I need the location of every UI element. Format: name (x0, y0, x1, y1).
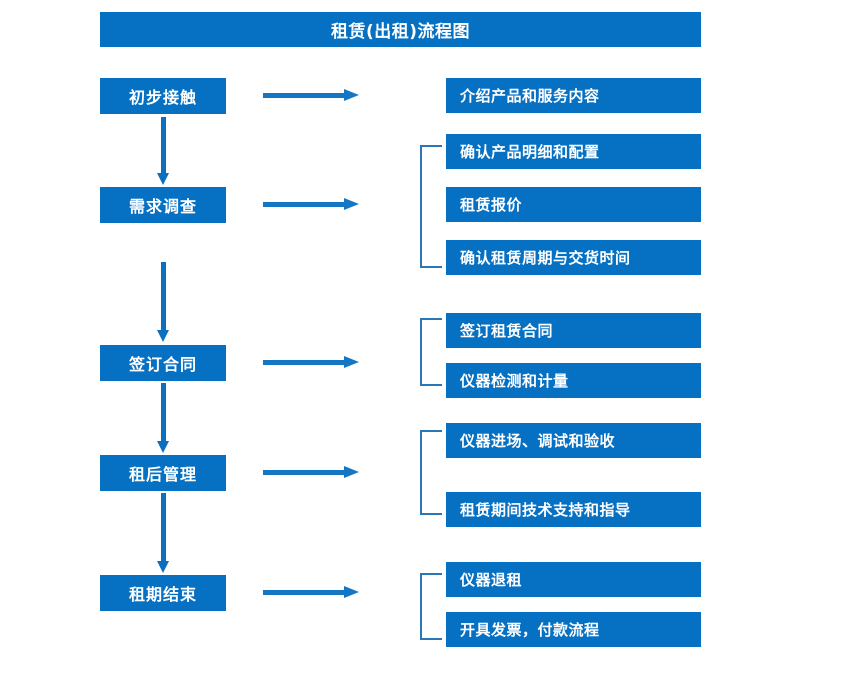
down-arrow-icon-4 (157, 493, 170, 573)
right-arrow-icon-3 (263, 356, 359, 369)
group-bracket-3 (420, 318, 442, 386)
down-arrow-icon-3 (157, 383, 170, 453)
right-arrow-icon-4 (263, 466, 359, 479)
right-arrow-icon-2 (263, 198, 359, 211)
detail-box-8[interactable]: 租赁期间技术支持和指导 (446, 492, 701, 527)
detail-box-6[interactable]: 仪器检测和计量 (446, 363, 701, 398)
stage-box-5[interactable]: 租期结束 (100, 575, 226, 611)
stage-box-1[interactable]: 初步接触 (100, 78, 226, 114)
stage-box-2[interactable]: 需求调查 (100, 187, 226, 223)
chart-title: 租赁(出租)流程图 (100, 12, 701, 47)
down-arrow-icon-1 (157, 117, 170, 185)
group-bracket-5 (420, 573, 442, 640)
right-arrow-icon-5 (263, 586, 359, 599)
right-arrow-icon-1 (263, 89, 359, 102)
detail-box-3[interactable]: 租赁报价 (446, 187, 701, 222)
detail-box-5[interactable]: 签订租赁合同 (446, 313, 701, 348)
detail-box-10[interactable]: 开具发票，付款流程 (446, 612, 701, 647)
stage-box-4[interactable]: 租后管理 (100, 455, 226, 491)
down-arrow-icon-2 (157, 262, 170, 342)
group-bracket-4 (420, 430, 442, 515)
detail-box-7[interactable]: 仪器进场、调试和验收 (446, 423, 701, 458)
detail-box-2[interactable]: 确认产品明细和配置 (446, 134, 701, 169)
stage-box-3[interactable]: 签订合同 (100, 345, 226, 381)
group-bracket-2 (420, 145, 442, 268)
detail-box-1[interactable]: 介绍产品和服务内容 (446, 78, 701, 113)
detail-box-4[interactable]: 确认租赁周期与交货时间 (446, 240, 701, 275)
detail-box-9[interactable]: 仪器退租 (446, 562, 701, 597)
